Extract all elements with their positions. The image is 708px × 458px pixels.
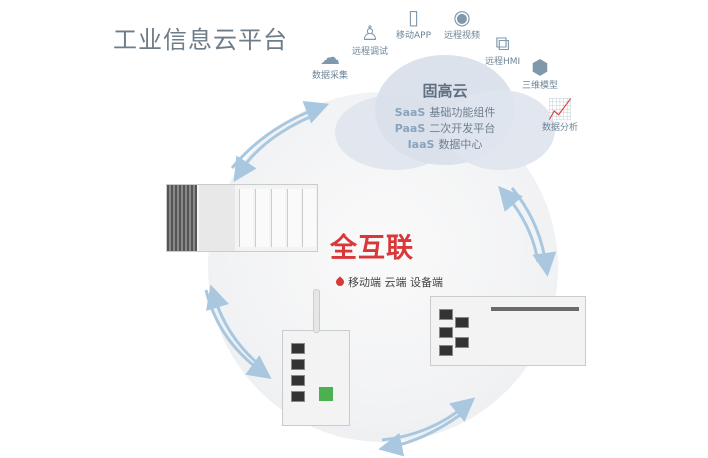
arrow-left-2	[206, 284, 258, 364]
service-remote-video: ◉远程视频	[444, 5, 481, 41]
page-title: 工业信息云平台	[113, 26, 288, 54]
cube-icon: ⬢	[531, 55, 549, 79]
gateway-router-device	[282, 289, 350, 426]
service-remote-hmi: ⧉远程HMI	[485, 31, 521, 67]
arrow-right	[510, 187, 557, 277]
mobile-icon: ▯	[408, 5, 420, 29]
hmi-icon: ⧉	[495, 31, 510, 55]
arrow-right-2	[498, 185, 540, 263]
chart-board-icon: 📈	[547, 97, 573, 121]
plc-controller-device	[166, 184, 318, 252]
cloud-shape	[335, 55, 555, 170]
service-data-collection: ☁数据采集	[312, 45, 349, 81]
cloud-download-icon: ☁	[320, 45, 340, 69]
brand-title: 全互联	[330, 233, 414, 264]
arrow-top-left-2	[233, 114, 313, 183]
webcam-icon: ◉	[453, 5, 471, 29]
service-3d-model: ⬢三维模型	[522, 55, 559, 91]
cloud-name: 固高云	[422, 82, 468, 100]
brand-subtitle: 移动端 云端 设备端	[334, 274, 443, 290]
motion-controller-device	[430, 296, 586, 366]
service-mobile-app: ▯移动APP	[396, 5, 432, 41]
worker-icon: ♙	[361, 21, 379, 45]
arrow-bottom-2	[378, 413, 461, 457]
service-remote-debug: ♙远程调试	[352, 21, 389, 57]
drop-icon	[334, 276, 346, 288]
service-data-analysis: 📈数据分析	[542, 97, 579, 133]
